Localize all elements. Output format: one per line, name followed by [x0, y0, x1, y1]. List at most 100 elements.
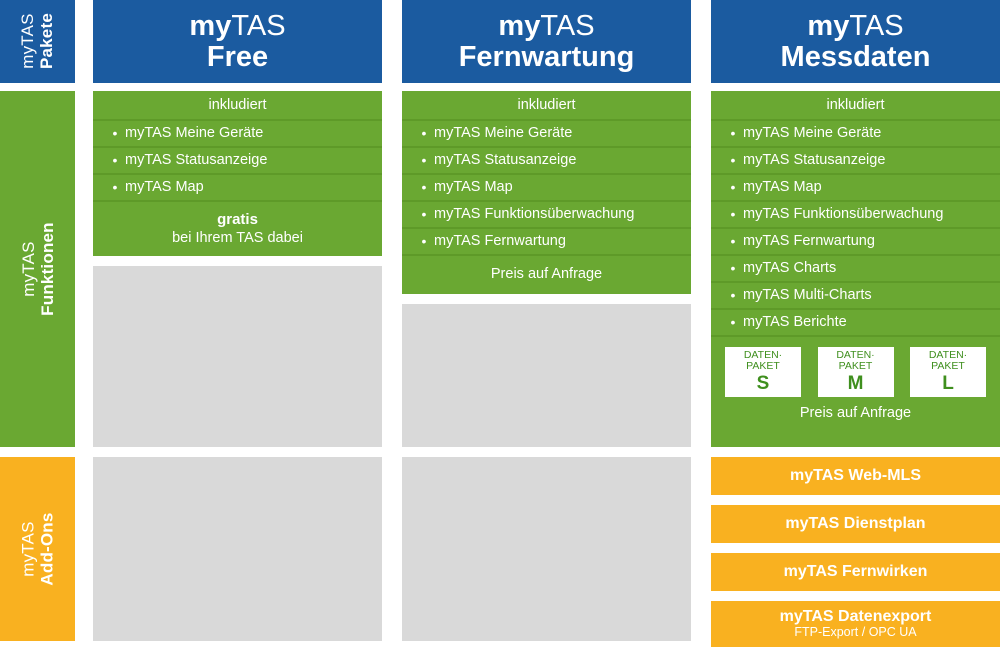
feature-row[interactable]: • myTAS Map [402, 175, 691, 202]
data-packet-s[interactable]: DATEN· PAKET S [725, 347, 801, 397]
feature-row[interactable]: • myTAS Meine Geräte [93, 121, 382, 148]
brand-tas: TAS [849, 9, 904, 42]
bullet-icon: • [421, 152, 427, 168]
rail-addons-label: myTAS Add-Ons [18, 512, 56, 585]
feature-label: myTAS Charts [743, 260, 837, 276]
feature-row[interactable]: • myTAS Fernwartung [711, 229, 1000, 256]
feature-row[interactable]: • myTAS Charts [711, 256, 1000, 283]
package-name: Messdaten [780, 41, 931, 73]
feature-row[interactable]: • myTAS Statusanzeige [93, 148, 382, 175]
price-subline: bei Ihrem TAS dabei [172, 230, 303, 246]
rail-functions-label: myTAS Funktionen [18, 222, 56, 316]
feature-row[interactable]: • myTAS Meine Geräte [402, 121, 691, 148]
feature-row[interactable]: • myTAS Berichte [711, 310, 1000, 337]
feature-row[interactable]: • myTAS Fernwartung [402, 229, 691, 256]
bullet-icon: • [730, 287, 736, 303]
brand-tas: TAS [231, 9, 286, 42]
feature-label: myTAS Fernwartung [743, 233, 875, 249]
feature-label: myTAS Fernwartung [434, 233, 566, 249]
brand-my: my [189, 9, 232, 42]
data-packet-s-top: DATEN· PAKET [744, 349, 782, 373]
included-label: inkludiert [711, 91, 1000, 121]
bullet-icon: • [730, 152, 736, 168]
package-name: Fernwartung [458, 41, 635, 73]
feature-label: myTAS Map [434, 179, 513, 195]
feature-row[interactable]: • myTAS Statusanzeige [711, 148, 1000, 175]
package-header-messdaten[interactable]: myTAS Messdaten [711, 0, 1000, 83]
functions-block-messdaten: inkludiert • myTAS Meine Geräte • myTAS … [711, 91, 1000, 447]
package-column-fernwartung: myTAS Fernwartung inkludiert • myTAS Mei… [402, 0, 691, 641]
feature-label: myTAS Meine Geräte [125, 125, 264, 141]
data-packet-l-top: DATEN· PAKET [928, 348, 968, 373]
price-note: Preis auf Anfrage [402, 256, 691, 294]
rail-functions: myTAS Funktionen [0, 91, 75, 447]
bullet-icon: • [112, 179, 118, 195]
bullet-icon: • [421, 233, 427, 249]
data-packet-l[interactable]: DATEN· PAKET L [910, 347, 986, 397]
bullet-icon: • [421, 206, 427, 222]
rail-functions-brand: myTAS [18, 241, 38, 297]
price-subline: Preis auf Anfrage [799, 405, 912, 421]
feature-row[interactable]: • myTAS Map [711, 175, 1000, 202]
feature-label: myTAS Statusanzeige [743, 152, 886, 168]
feature-label: myTAS Multi-Charts [743, 287, 872, 303]
package-brand: myTAS [807, 11, 903, 41]
empty-placeholder-addons [93, 457, 382, 641]
package-header-free[interactable]: myTAS Free [93, 0, 382, 83]
bullet-icon: • [112, 125, 118, 141]
feature-label: myTAS Map [743, 179, 822, 195]
data-packet-s-size: S [756, 372, 770, 394]
bullet-icon: • [730, 260, 736, 276]
functions-block-free: inkludiert • myTAS Meine Geräte • myTAS … [93, 91, 382, 256]
empty-placeholder-functions [93, 266, 382, 447]
rail-addons-text: Add-Ons [37, 512, 57, 586]
data-packet-m-line1: DATEN· [836, 348, 875, 361]
bullet-icon: • [730, 206, 736, 222]
data-packet-l-line1: DATEN· [928, 348, 968, 361]
feature-row[interactable]: • myTAS Multi-Charts [711, 283, 1000, 310]
package-column-messdaten: myTAS Messdaten inkludiert • myTAS Meine… [711, 0, 1000, 647]
data-packet-s-line2: PAKET [746, 360, 780, 373]
feature-label: myTAS Meine Geräte [434, 125, 573, 141]
rail-functions-text: Funktionen [37, 222, 57, 316]
data-packet-m[interactable]: DATEN· PAKET M [817, 347, 894, 397]
feature-label: myTAS Statusanzeige [434, 152, 577, 168]
feature-label: myTAS Meine Geräte [743, 125, 882, 141]
brand-my: my [807, 9, 850, 42]
rail-addons: myTAS Add-Ons [0, 457, 75, 641]
feature-label: myTAS Statusanzeige [125, 152, 268, 168]
addon-title: myTAS Fernwirken [783, 563, 928, 581]
included-label: inkludiert [93, 91, 382, 121]
feature-row[interactable]: • myTAS Funktionsüberwachung [402, 202, 691, 229]
bullet-icon: • [730, 314, 736, 330]
feature-label: myTAS Funktionsüberwachung [743, 206, 944, 222]
feature-row[interactable]: • myTAS Funktionsüberwachung [711, 202, 1000, 229]
package-name: Free [206, 41, 269, 73]
feature-row[interactable]: • myTAS Statusanzeige [402, 148, 691, 175]
package-brand: myTAS [189, 11, 285, 41]
addon-fernwirken[interactable]: myTAS Fernwirken [711, 553, 1000, 591]
bullet-icon: • [112, 152, 118, 168]
feature-row[interactable]: • myTAS Meine Geräte [711, 121, 1000, 148]
addon-dienstplan[interactable]: myTAS Dienstplan [711, 505, 1000, 543]
data-packet-m-top: DATEN· PAKET [836, 348, 875, 373]
data-packet-m-line2: PAKET [838, 360, 873, 373]
package-header-fernwartung[interactable]: myTAS Fernwartung [402, 0, 691, 83]
functions-block-fernwartung: inkludiert • myTAS Meine Geräte • myTAS … [402, 91, 691, 294]
feature-label: myTAS Funktionsüberwachung [434, 206, 635, 222]
addon-web-mls[interactable]: myTAS Web-MLS [711, 457, 1000, 495]
addon-datenexport[interactable]: myTAS Datenexport FTP-Export / OPC UA [711, 601, 1000, 647]
price-headline: gratis [217, 211, 258, 228]
price-subline: Preis auf Anfrage [490, 266, 603, 282]
brand-tas: TAS [540, 9, 595, 42]
brand-my: my [498, 9, 541, 42]
price-note: Preis auf Anfrage [711, 399, 1000, 429]
feature-label: myTAS Map [125, 179, 204, 195]
included-label: inkludiert [402, 91, 691, 121]
feature-label: myTAS Berichte [743, 314, 847, 330]
rail-packages-label: myTAS Pakete [18, 13, 56, 69]
data-packet-chips: DATEN· PAKET S DATEN· PAKET M DATEN· PAK [711, 337, 1000, 399]
data-packet-l-line2: PAKET [931, 360, 965, 373]
feature-row[interactable]: • myTAS Map [93, 175, 382, 202]
package-brand: myTAS [498, 11, 594, 41]
